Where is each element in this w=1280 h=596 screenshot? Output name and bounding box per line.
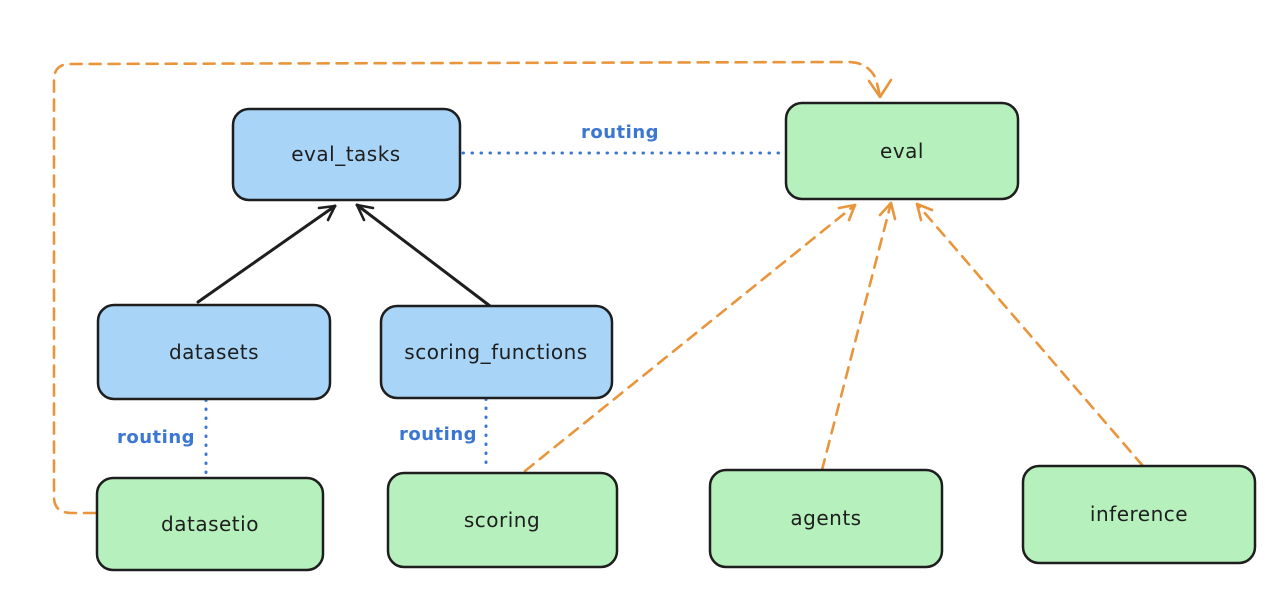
edge-line	[523, 203, 857, 473]
node-eval: eval	[784, 101, 1020, 201]
arrowhead-down-icon	[867, 78, 893, 99]
edge-datasets-to-datasetio: routing	[117, 398, 208, 478]
node-box	[379, 304, 614, 400]
arrowhead-up-icon	[915, 202, 934, 222]
node-datasetio: datasetio	[95, 476, 325, 572]
arrowhead-up-icon	[878, 201, 897, 221]
node-box	[231, 107, 462, 202]
node-label: datasets	[169, 340, 259, 364]
node-datasets: datasets	[96, 303, 332, 401]
node-box	[1021, 464, 1257, 565]
edge-line	[355, 203, 492, 308]
node-label: datasetio	[161, 512, 259, 536]
edge-scoring-functions-to-eval-tasks	[355, 203, 492, 308]
node-box	[386, 471, 619, 569]
node-scoring: scoring	[386, 471, 619, 569]
edge-datasets-to-eval-tasks	[196, 204, 337, 304]
node-box	[784, 101, 1020, 201]
node-label: eval	[880, 139, 924, 163]
node-inference: inference	[1021, 464, 1257, 565]
edge-label-routing: routing	[399, 424, 477, 445]
node-label: agents	[790, 506, 861, 530]
edge-agents-to-eval	[820, 201, 897, 472]
node-label: eval_tasks	[291, 142, 400, 166]
node-label: scoring	[464, 508, 540, 532]
node-box	[708, 468, 944, 569]
edge-line	[820, 201, 893, 472]
node-label: inference	[1090, 502, 1188, 526]
edge-line	[196, 204, 337, 304]
edge-line	[52, 60, 882, 515]
edge-line	[915, 202, 1145, 468]
arrowhead-up-icon	[837, 203, 857, 222]
edge-datasetio-to-eval	[52, 60, 893, 515]
node-box	[96, 303, 332, 401]
arrowhead-up-icon	[317, 204, 337, 222]
node-agents: agents	[708, 468, 944, 569]
edge-scoring-to-eval	[523, 203, 857, 473]
edge-inference-to-eval	[915, 202, 1145, 468]
arrowhead-up-icon	[355, 203, 375, 222]
node-eval-tasks: eval_tasks	[231, 107, 462, 202]
edge-label-routing: routing	[581, 122, 659, 143]
edge-eval-tasks-to-eval: routing	[461, 122, 787, 155]
node-label: scoring_functions	[404, 340, 587, 364]
edge-scoring-functions-to-scoring: routing	[399, 397, 488, 473]
edge-label-routing: routing	[117, 427, 195, 448]
node-box	[95, 476, 325, 572]
node-scoring-functions: scoring_functions	[379, 304, 614, 400]
